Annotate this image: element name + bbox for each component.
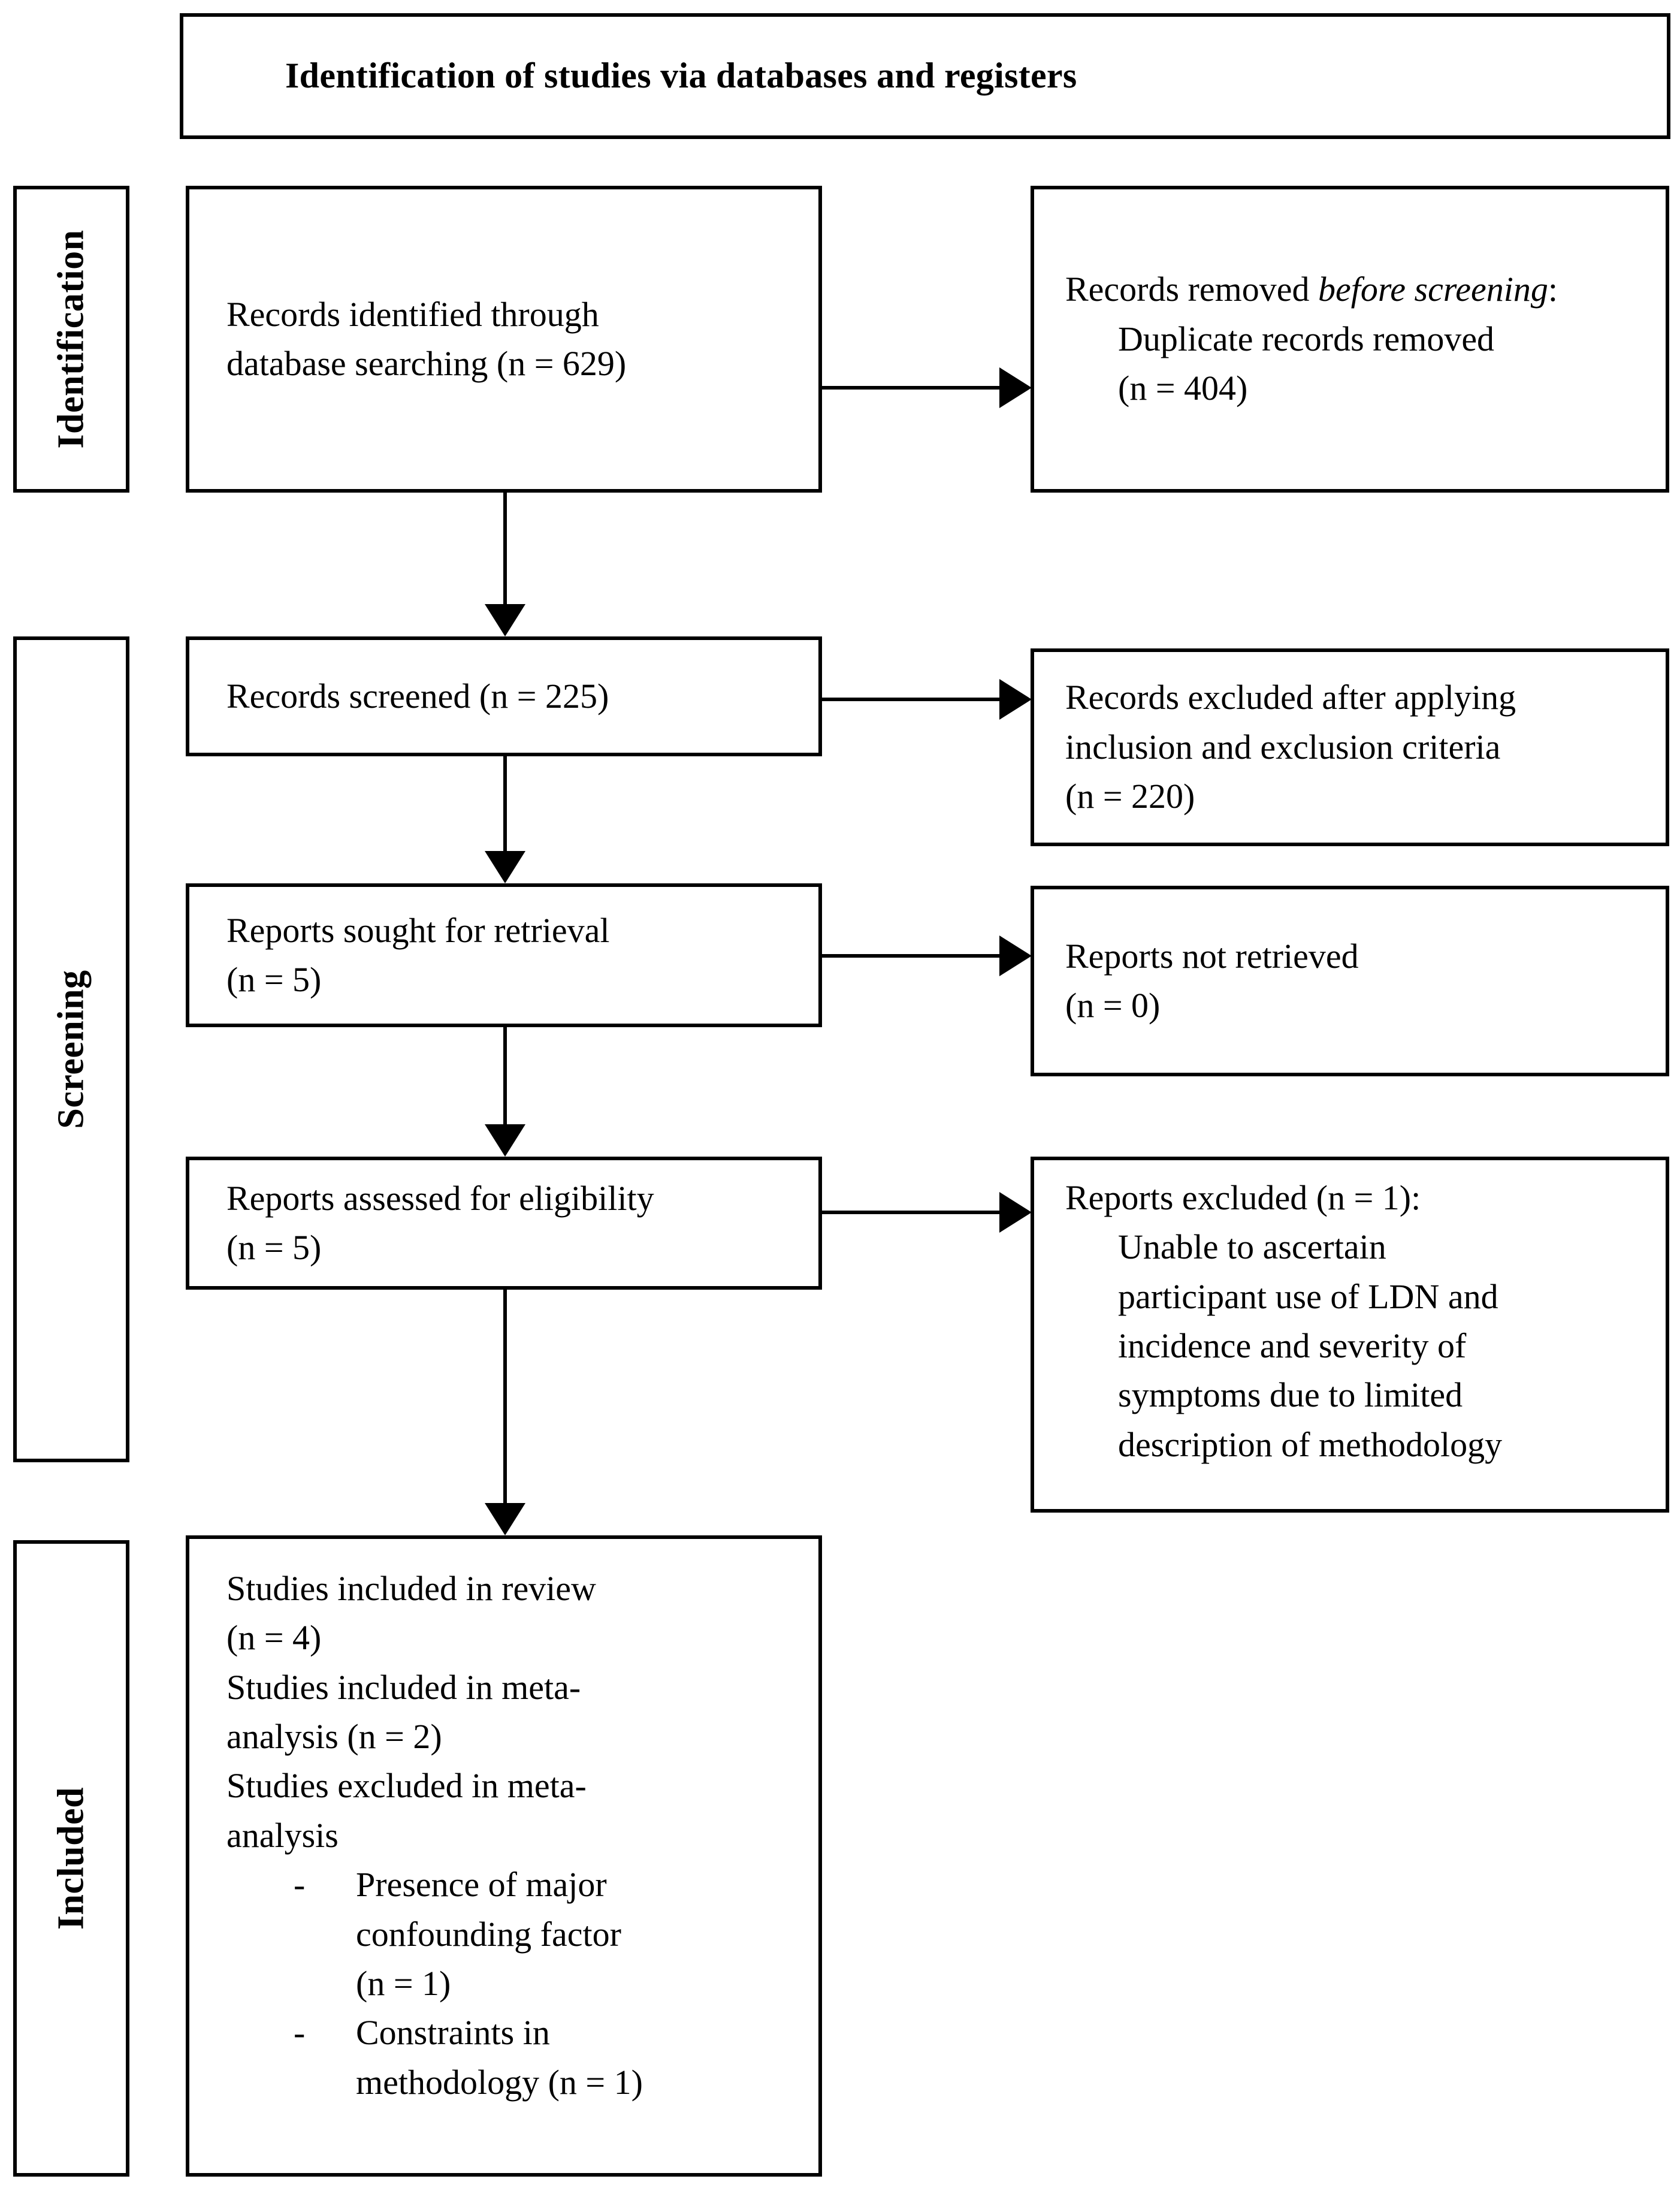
arrow-head: [999, 1192, 1032, 1233]
arrow-identified-to-duplicates: [822, 367, 1032, 409]
stage-tab-identification: Identification: [13, 186, 129, 493]
reports-not-retrieved-line-2: (n = 0): [1065, 986, 1161, 1025]
arrow-shaft: [503, 1027, 507, 1124]
records-removed-prefix: Records removed: [1065, 270, 1318, 309]
records-removed-line-3: (n = 404): [1118, 369, 1248, 408]
bullet-1-text: Presence of major confounding factor (n …: [356, 1860, 804, 2008]
arrow-head: [485, 1124, 525, 1157]
records-excluded-line-2: inclusion and exclusion criteria: [1065, 727, 1501, 766]
stage-tab-screening: Screening: [13, 636, 129, 1462]
arrow-head: [485, 604, 525, 636]
bullet-2-text: Constraints in methodology (n = 1): [356, 2008, 804, 2107]
arrow-screened-to-excluded: [822, 678, 1032, 720]
bullet-2-line-1: Constraints in: [356, 2013, 550, 2053]
reports-excluded-line-1: Reports excluded (n = 1):: [1065, 1178, 1421, 1217]
records-removed-line-2: Duplicate records removed: [1118, 319, 1495, 358]
arrow-identified-to-screened: [484, 493, 526, 636]
reports-excluded-line-4: incidence and severity of: [1118, 1326, 1467, 1366]
box-reports-not-retrieved: Reports not retrieved (n = 0): [1031, 886, 1669, 1076]
arrow-shaft: [822, 1211, 999, 1214]
arrow-assessed-to-included: [484, 1290, 526, 1535]
records-identified-line-2: database searching (n = 629): [226, 344, 627, 383]
arrow-head: [485, 1503, 525, 1535]
bullet-dash-icon: -: [294, 2013, 306, 2053]
stage-label-included: Included: [50, 1786, 92, 1930]
studies-included-line-5: Studies excluded in meta-: [226, 1766, 587, 1806]
box-records-screened: Records screened (n = 225): [186, 636, 822, 756]
records-excluded-line-3: (n = 220): [1065, 777, 1195, 816]
records-removed-italic: before screening: [1318, 270, 1548, 309]
reports-not-retrieved-line-1: Reports not retrieved: [1065, 936, 1359, 976]
box-records-removed-before-screening: Records removed before screening: Duplic…: [1031, 186, 1669, 493]
arrow-shaft: [822, 386, 999, 390]
studies-included-line-2: (n = 4): [226, 1618, 322, 1658]
reports-assessed-line-2: (n = 5): [226, 1228, 322, 1267]
box-reports-assessed: Reports assessed for eligibility (n = 5): [186, 1157, 822, 1290]
diagram-title: Identification of studies via databases …: [285, 56, 1077, 96]
box-records-excluded: Records excluded after applying inclusio…: [1031, 648, 1669, 846]
reports-excluded-line-2: Unable to ascertain: [1118, 1227, 1386, 1267]
reports-excluded-line-5: symptoms due to limited: [1118, 1375, 1463, 1415]
records-removed-line-1: Records removed before screening:: [1065, 265, 1651, 314]
box-reports-excluded: Reports excluded (n = 1): Unable to asce…: [1031, 1157, 1669, 1513]
bullet-1-line-3: (n = 1): [356, 1963, 451, 2003]
arrow-head: [485, 851, 525, 883]
reports-assessed-line-1: Reports assessed for eligibility: [226, 1178, 654, 1218]
bullet-1-line-1: Presence of major: [356, 1865, 607, 1905]
stage-label-screening: Screening: [50, 970, 92, 1129]
arrow-shaft: [822, 954, 999, 958]
list-item: - Constraints in methodology (n = 1): [226, 2008, 804, 2107]
studies-included-line-3: Studies included in meta-: [226, 1667, 581, 1707]
box-reports-sought: Reports sought for retrieval (n = 5): [186, 883, 822, 1027]
arrow-shaft: [503, 493, 507, 604]
list-item: - Presence of major confounding factor (…: [226, 1860, 804, 2008]
arrow-shaft: [822, 698, 999, 701]
arrow-sought-to-not-retrieved: [822, 935, 1032, 977]
bullet-1-line-2: confounding factor: [356, 1914, 621, 1954]
reports-sought-line-2: (n = 5): [226, 960, 322, 999]
bullet-2-line-2: methodology (n = 1): [356, 2062, 643, 2102]
records-identified-line-1: Records identified through: [226, 294, 599, 334]
arrow-screened-to-sought: [484, 756, 526, 883]
records-removed-suffix: :: [1548, 270, 1558, 309]
arrow-shaft: [503, 1290, 507, 1503]
box-records-identified: Records identified through database sear…: [186, 186, 822, 493]
stage-tab-included: Included: [13, 1540, 129, 2177]
reports-sought-line-1: Reports sought for retrieval: [226, 910, 610, 950]
reports-excluded-line-6: description of methodology: [1118, 1425, 1503, 1464]
arrow-head: [999, 367, 1032, 408]
bullet-dash-icon: -: [294, 1865, 306, 1905]
reports-excluded-line-3: participant use of LDN and: [1118, 1276, 1498, 1316]
arrow-sought-to-assessed: [484, 1027, 526, 1157]
studies-included-line-1: Studies included in review: [226, 1569, 596, 1608]
diagram-title-box: Identification of studies via databases …: [180, 13, 1670, 139]
studies-included-line-6: analysis: [226, 1815, 339, 1855]
arrow-head: [999, 935, 1032, 976]
records-excluded-line-1: Records excluded after applying: [1065, 678, 1516, 717]
records-screened-line-1: Records screened (n = 225): [226, 676, 609, 716]
arrow-head: [999, 679, 1032, 720]
arrow-assessed-to-reports-excluded: [822, 1191, 1032, 1233]
box-studies-included: Studies included in review (n = 4) Studi…: [186, 1535, 822, 2177]
stage-label-identification: Identification: [50, 230, 92, 449]
arrow-shaft: [503, 756, 507, 851]
studies-included-line-4: analysis (n = 2): [226, 1717, 442, 1757]
